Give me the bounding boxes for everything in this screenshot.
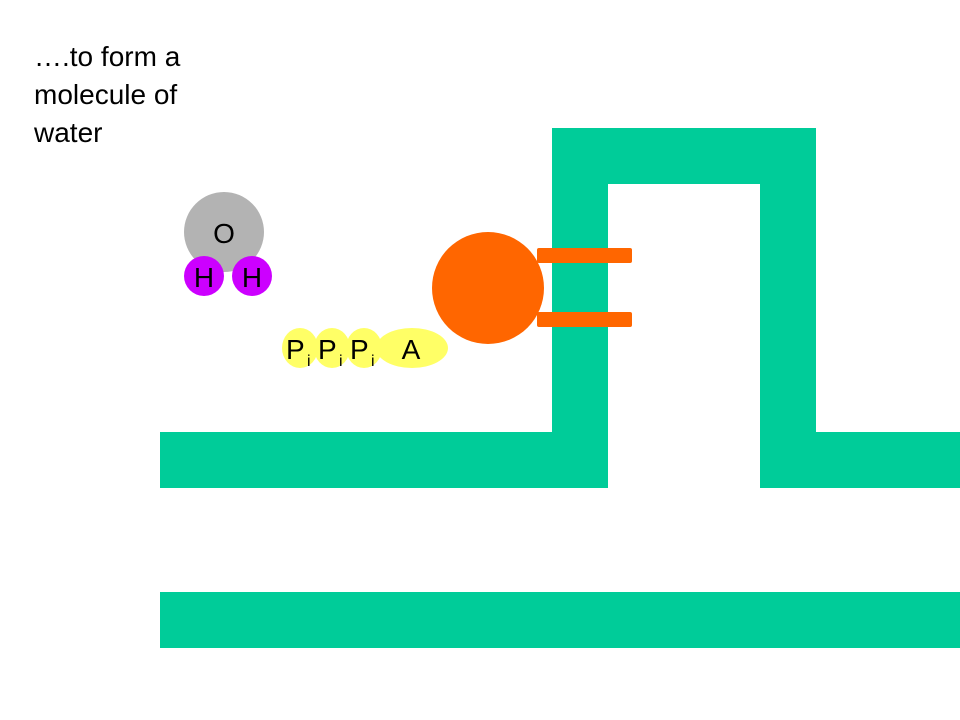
enzyme-head [432, 232, 544, 344]
water-molecule: O H H [184, 192, 272, 296]
caption-text: ….to form a molecule of water [34, 38, 264, 152]
phosphate-shape-1 [282, 328, 318, 368]
enzyme-arm-upper [537, 248, 632, 263]
membrane-channel-right-wall [760, 128, 816, 488]
phosphate-shape-2 [314, 328, 350, 368]
membrane-lower [160, 592, 960, 648]
caption-line-2: molecule of [34, 79, 178, 110]
membrane-channel-left-wall [552, 128, 608, 488]
phosphate-subscript-3: i [371, 353, 375, 370]
caption-line-1: ….to form a [34, 41, 181, 72]
phosphate-shape-3 [346, 328, 382, 368]
adenosine-shape [376, 328, 448, 368]
adenosine-label: A [402, 334, 421, 365]
phosphate-subscript-2: i [339, 353, 343, 370]
membrane-upper-right [760, 432, 960, 488]
phosphate-label-3: P [350, 334, 369, 365]
phosphate-label-1: P [286, 334, 305, 365]
hydrogen-atom-2 [232, 256, 272, 296]
hydrogen-atom-1 [184, 256, 224, 296]
membrane-structure [160, 128, 960, 648]
hydrogen-label-2: H [242, 262, 262, 293]
enzyme [432, 232, 632, 344]
oxygen-label: O [213, 218, 235, 249]
phosphate-label-2: P [318, 334, 337, 365]
caption-line-3: water [34, 117, 103, 148]
enzyme-arm-lower [537, 312, 632, 327]
oxygen-atom [184, 192, 264, 272]
hydrogen-label-1: H [194, 262, 214, 293]
membrane-upper-left [160, 432, 608, 488]
atp-molecule: P i P i P i A [282, 328, 448, 370]
phosphate-subscript-1: i [307, 353, 311, 370]
